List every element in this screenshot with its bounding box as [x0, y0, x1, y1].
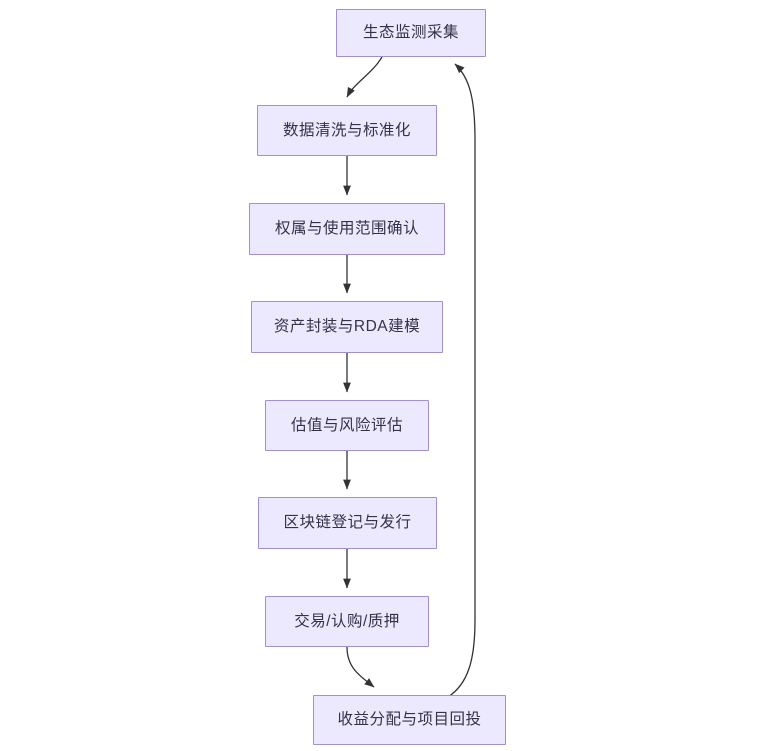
edge-n1-to-n2: [346, 56, 383, 98]
node-label: 收益分配与项目回投: [337, 711, 482, 729]
node-trading-subscription-pledge[interactable]: 交易/认购/质押: [265, 596, 429, 647]
edge-n8-to-n1: [447, 63, 476, 698]
node-data-cleaning-standardization[interactable]: 数据清洗与标准化: [257, 105, 437, 156]
node-label: 数据清洗与标准化: [282, 121, 411, 139]
node-label: 估值与风险评估: [290, 416, 403, 434]
node-label: 区块链登记与发行: [283, 514, 412, 532]
edge-n7-to-n8: [346, 646, 375, 688]
node-valuation-risk-assessment[interactable]: 估值与风险评估: [265, 400, 429, 451]
node-revenue-distribution-project-reinvestment[interactable]: 收益分配与项目回投: [313, 695, 506, 745]
node-asset-packaging-rda-modeling[interactable]: 资产封装与RDA建模: [251, 301, 443, 353]
node-ownership-usage-scope-confirmation[interactable]: 权属与使用范围确认: [249, 203, 445, 255]
node-blockchain-registration-issuance[interactable]: 区块链登记与发行: [258, 497, 437, 549]
node-label: 权属与使用范围确认: [274, 220, 419, 238]
node-ecological-monitoring-collection[interactable]: 生态监测采集: [336, 9, 486, 57]
node-label: 交易/认购/质押: [294, 612, 400, 630]
node-label: 生态监测采集: [362, 24, 459, 42]
node-label: 资产封装与RDA建模: [273, 318, 421, 336]
